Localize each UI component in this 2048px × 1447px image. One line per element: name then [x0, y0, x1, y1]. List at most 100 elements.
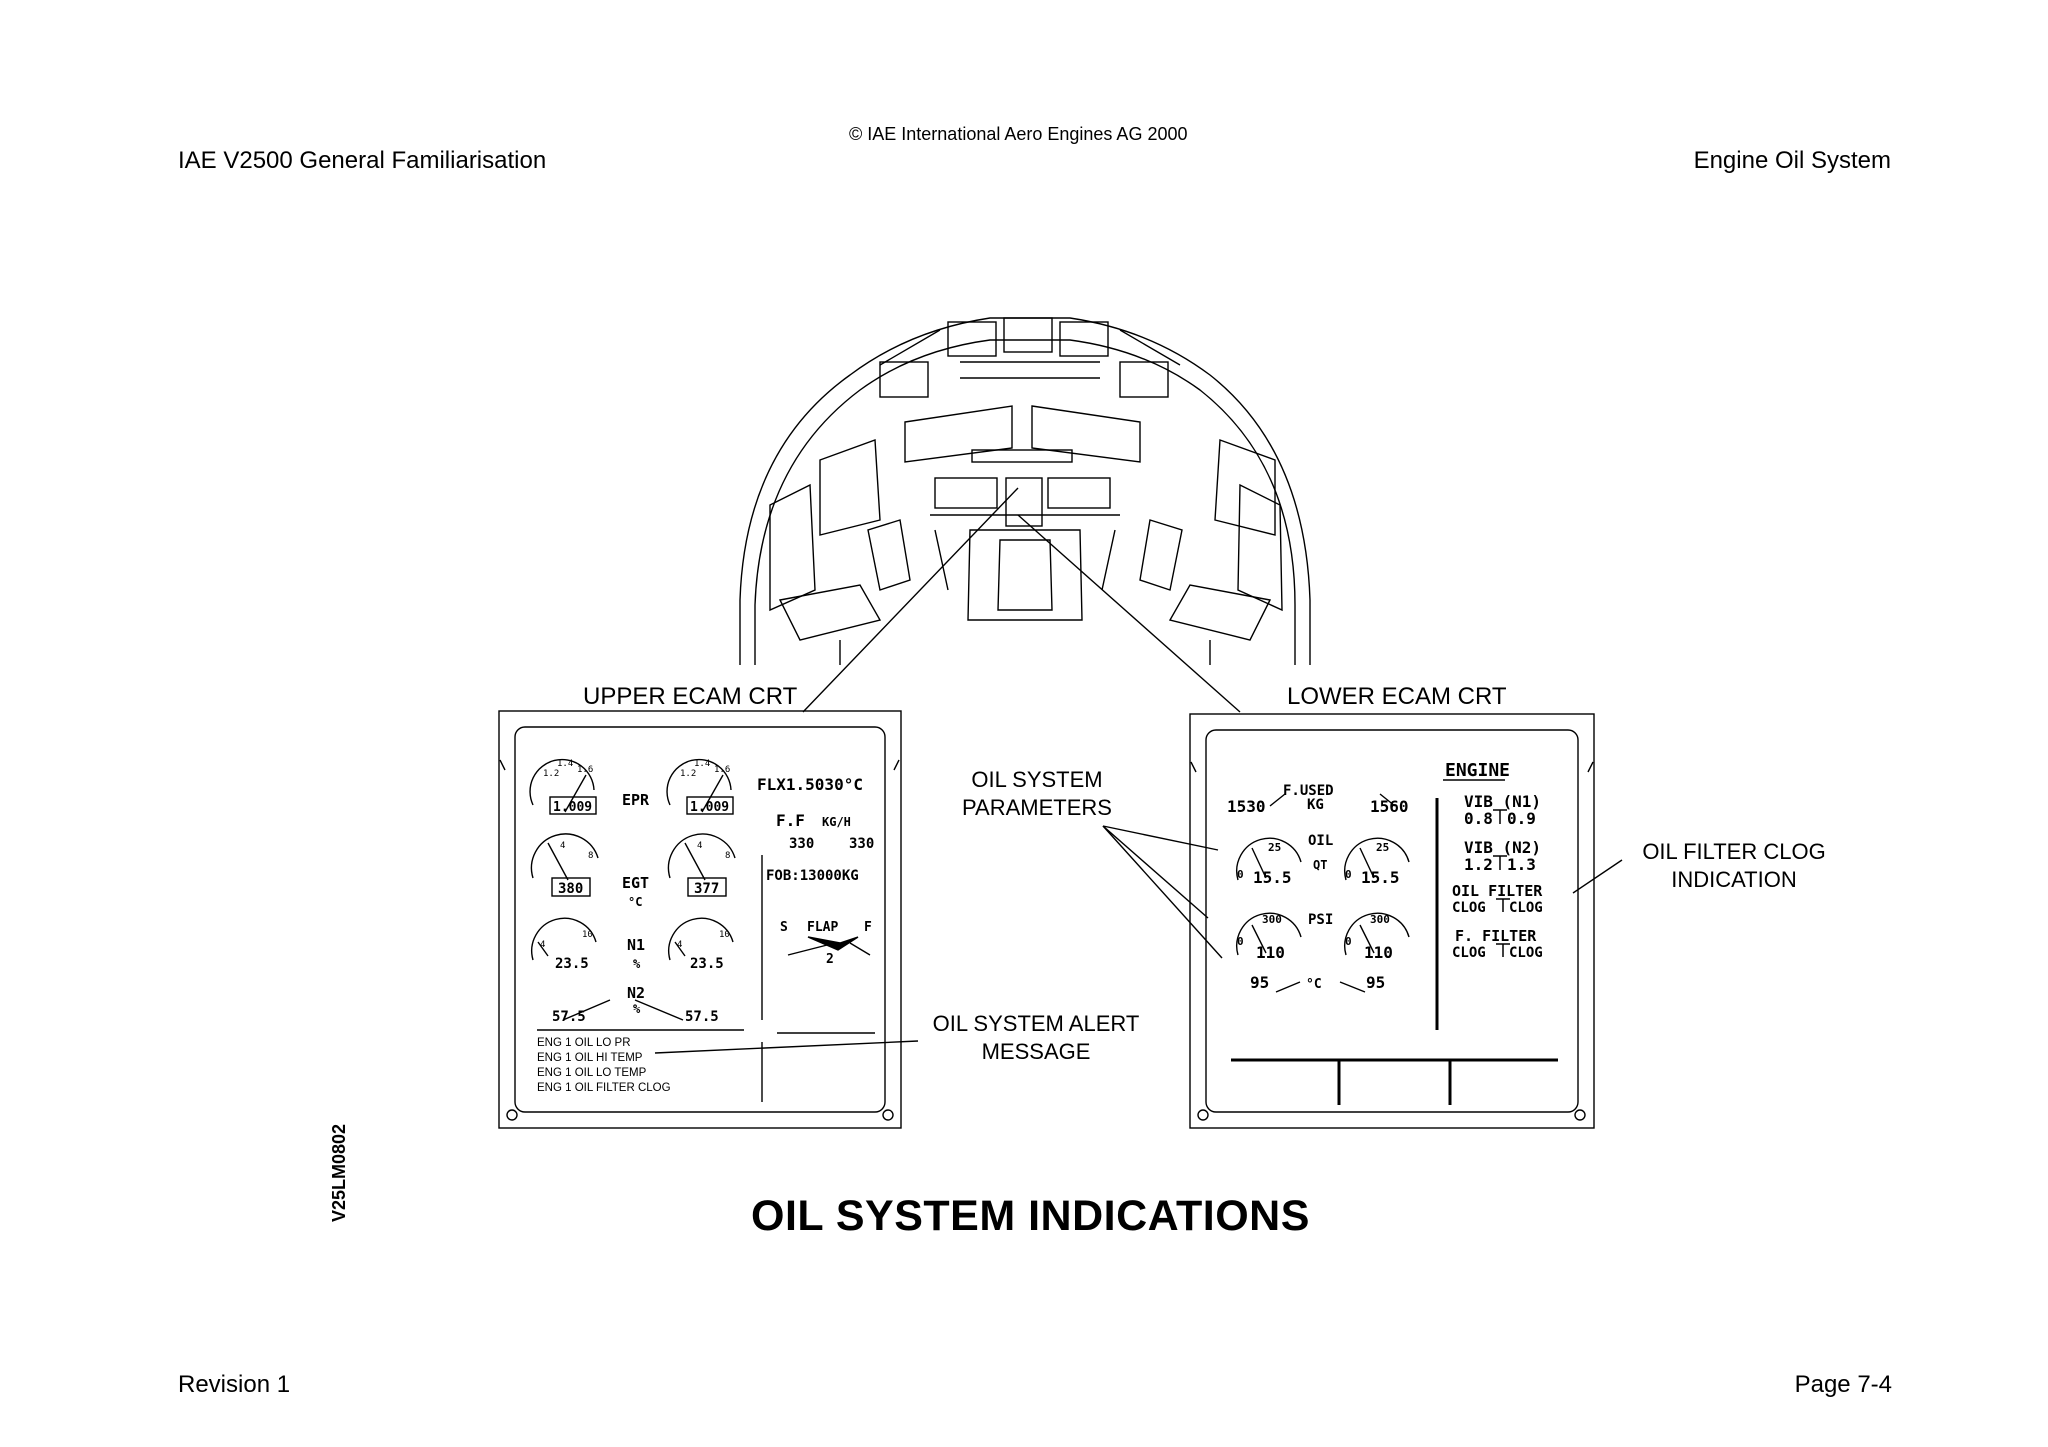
egt-r-scale-1: 4	[697, 841, 702, 851]
psi-right-value: 110	[1364, 943, 1393, 962]
oil-qt-right-dial	[1344, 837, 1410, 881]
alert-line-1: ENG 1 OIL LO PR	[537, 1037, 631, 1049]
n1-scale-2: 10	[582, 930, 593, 940]
psi-label: PSI	[1308, 912, 1333, 928]
n1-left-dial	[531, 917, 597, 961]
ff-label: F.F	[776, 811, 805, 830]
n1-scale-1: 4	[540, 940, 545, 950]
epr-scale-1: 1.2	[543, 769, 559, 779]
n1-r-scale-2: 10	[719, 930, 730, 940]
epr-left-value: 1.009	[553, 800, 592, 815]
fused-right-value: 1560	[1370, 797, 1409, 816]
psi-right-max: 300	[1370, 913, 1390, 926]
alert-message-callout: OIL SYSTEM ALERT MESSAGE	[932, 1011, 1140, 1064]
egt-left-value: 380	[558, 881, 583, 897]
oil-filter-right: CLOG	[1509, 900, 1543, 916]
qt-label: QT	[1313, 858, 1327, 872]
egt-scale-2: 8	[588, 851, 593, 861]
n2-label: N2	[627, 984, 645, 1002]
epr-right-dial	[666, 758, 732, 806]
f-filter-label: F. FILTER	[1455, 927, 1537, 945]
alert-line-2: ENG 1 OIL HI TEMP	[537, 1052, 643, 1064]
page-number: Page 7-4	[1794, 1371, 1892, 1398]
fused-left-value: 1530	[1227, 797, 1266, 816]
vib-n1-label: VIB (N1)	[1464, 792, 1541, 811]
fused-unit: KG	[1307, 797, 1324, 813]
oil-psi-left-dial	[1236, 912, 1302, 956]
egt-r-scale-2: 8	[725, 851, 730, 861]
oil-psi-right-dial	[1344, 912, 1410, 956]
epr-r-scale-2: 1.4	[694, 759, 710, 769]
n2-left-value: 57.5	[552, 1009, 586, 1025]
egt-right-dial	[667, 833, 736, 879]
upper-ecam-frame	[498, 710, 902, 1129]
oil-label: OIL	[1308, 833, 1333, 849]
vib-n2-left: 1.2	[1464, 855, 1493, 874]
fused-label: F.USED	[1283, 783, 1334, 799]
ff-unit: KG/H	[822, 815, 851, 829]
epr-scale-3: 1.6	[577, 765, 593, 775]
n1-unit: %	[633, 957, 641, 971]
egt-left-dial	[530, 833, 599, 879]
flap-f: F	[864, 920, 872, 935]
epr-r-scale-1: 1.2	[680, 769, 696, 779]
n1-left-value: 23.5	[555, 956, 589, 972]
oil-filter-label: OIL FILTER	[1452, 882, 1543, 900]
oil-temp-right: 95	[1366, 973, 1385, 992]
psi-left-max: 300	[1262, 913, 1282, 926]
vib-n2-right: 1.3	[1507, 855, 1536, 874]
oil-temp-unit: °C	[1306, 977, 1322, 992]
f-filter-right: CLOG	[1509, 945, 1543, 961]
document-title: IAE V2500 General Familiarisation	[178, 147, 547, 174]
epr-label: EPR	[622, 791, 650, 809]
psi-left-value: 110	[1256, 943, 1285, 962]
egt-right-value: 377	[694, 881, 719, 897]
epr-r-scale-3: 1.6	[714, 765, 730, 775]
egt-scale-1: 4	[560, 841, 565, 851]
flap-value: 2	[826, 952, 834, 967]
section-title: Engine Oil System	[1693, 147, 1891, 174]
epr-left-dial	[529, 758, 595, 806]
lower-ecam-frame	[1189, 713, 1595, 1129]
flap-s: S	[780, 920, 788, 935]
engine-page-title: ENGINE	[1445, 760, 1510, 781]
cockpit-illustration	[739, 317, 1311, 665]
n1-label: N1	[627, 936, 645, 954]
n2-unit: %	[633, 1002, 641, 1016]
n2-right-value: 57.5	[685, 1009, 719, 1025]
epr-scale-2: 1.4	[557, 759, 573, 769]
flx-value: FLX1.5030°C	[757, 775, 863, 794]
psi-right-zero: 0	[1345, 935, 1352, 948]
qt-left-max: 25	[1268, 841, 1281, 854]
fob-value: FOB:13000KG	[766, 868, 859, 884]
figure-title: OIL SYSTEM INDICATIONS	[751, 1192, 1310, 1240]
egt-unit: °C	[628, 895, 642, 909]
qt-right-zero: 0	[1345, 868, 1352, 881]
lower-ecam-callout: LOWER ECAM CRT	[1287, 683, 1507, 710]
alert-line-4: ENG 1 OIL FILTER CLOG	[537, 1082, 671, 1094]
vib-n1-left: 0.8	[1464, 809, 1493, 828]
n1-right-dial	[668, 917, 734, 961]
revision-label: Revision 1	[178, 1371, 291, 1398]
vib-n2-label: VIB (N2)	[1464, 838, 1541, 857]
epr-right-value: 1.009	[690, 800, 729, 815]
qt-left-zero: 0	[1237, 868, 1244, 881]
ff-right-value: 330	[849, 836, 874, 852]
n1-right-value: 23.5	[690, 956, 724, 972]
n1-r-scale-1: 4	[677, 940, 682, 950]
vib-n1-right: 0.9	[1507, 809, 1536, 828]
filter-clog-callout: OIL FILTER CLOG INDICATION	[1642, 839, 1826, 892]
qt-right-max: 25	[1376, 841, 1389, 854]
oil-qt-left-dial	[1236, 837, 1302, 881]
upper-ecam-callout: UPPER ECAM CRT	[583, 683, 798, 710]
f-filter-left: CLOG	[1452, 945, 1486, 961]
oil-params-callout: OIL SYSTEM PARAMETERS	[962, 767, 1112, 820]
oil-temp-left: 95	[1250, 973, 1269, 992]
qt-right-value: 15.5	[1361, 868, 1400, 887]
ff-left-value: 330	[789, 836, 814, 852]
egt-label: EGT	[622, 874, 649, 892]
copyright-notice: © IAE International Aero Engines AG 2000	[849, 124, 1188, 144]
oil-filter-left: CLOG	[1452, 900, 1486, 916]
psi-left-zero: 0	[1237, 935, 1244, 948]
